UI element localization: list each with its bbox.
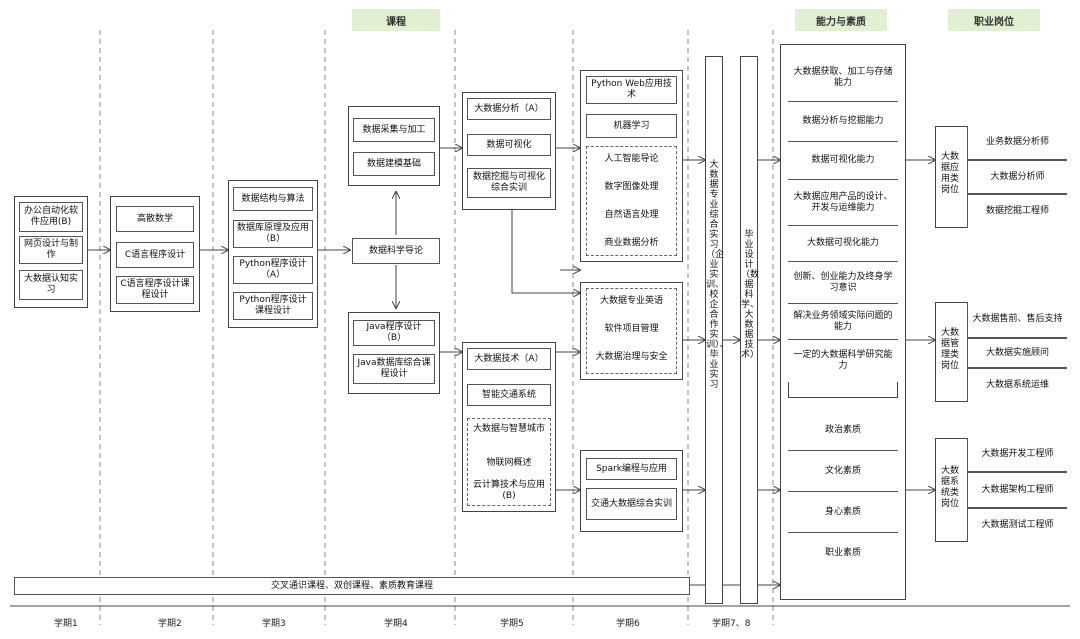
- header-ability: 能力与素质: [795, 9, 887, 31]
- internship-column: [705, 56, 723, 604]
- sem2-course: C语言程序设计课程设计: [116, 276, 194, 304]
- career-job: 大数据实施顾问: [967, 338, 1067, 368]
- sem6-elective-group: [586, 146, 677, 256]
- sem3-course: Python程序设计课程设计: [233, 292, 313, 320]
- ability-item: 解决业务领域实际问题的能力: [788, 304, 898, 340]
- quality-item: 身心素质: [788, 492, 898, 533]
- semester-label: 学期4: [384, 619, 408, 629]
- sem5-course: 大数据分析（A）: [467, 98, 551, 120]
- sem4-course: 数据采集与加工: [353, 118, 435, 142]
- sem6-elective: 人工智能导论: [604, 154, 659, 164]
- sem2-course: 高散数学: [116, 206, 194, 232]
- sem6-elective: 软件项目管理: [604, 324, 659, 334]
- sem5-course: 大数据技术（A）: [467, 348, 551, 370]
- sem1-course: 办公自动化软件应用(B): [19, 202, 83, 232]
- sem6-elective: 数字图像处理: [604, 182, 659, 192]
- sem3-course: Python程序设计（A）: [233, 256, 313, 284]
- sem6-course: Spark编程与应用: [586, 458, 677, 480]
- ability-item: 大数据应用产品的设计、开发与运维能力: [788, 180, 898, 226]
- semester-label: 学期1: [54, 619, 78, 629]
- career-job: 大数据售前、售后支持: [967, 302, 1067, 338]
- header-career: 职业岗位: [948, 9, 1040, 31]
- general-courses-bar: 交叉通识课程、双创课程、素质教育课程: [14, 577, 690, 595]
- thesis-column: [740, 56, 758, 604]
- career-job: 大数据分析师: [967, 160, 1067, 194]
- career-job: 业务数据分析师: [967, 126, 1067, 160]
- ability-item: 数据可视化能力: [788, 142, 898, 180]
- sem6-elective: 大数据治理与安全: [595, 352, 668, 362]
- sem5-elective-group: [467, 418, 551, 506]
- sem6-course: 机器学习: [586, 114, 677, 138]
- internship-label: 大数据专业综合实习（企业实训、校企合作实训）、毕业实习: [706, 160, 729, 390]
- sem5-elective: 大数据与智慧城市: [472, 424, 545, 434]
- sem4-course: 数据科学导论: [352, 238, 440, 264]
- ability-item: 创新、创业能力及终身学习意识: [788, 262, 898, 304]
- career-job: 数据挖掘工程师: [967, 194, 1067, 228]
- career-category: 大数据系统类岗位: [940, 466, 959, 509]
- quality-item: 政治素质: [788, 410, 898, 451]
- sem6-mid-elective-group: [586, 288, 677, 374]
- semester-label: 学期5: [500, 619, 524, 629]
- sem1-course: 大数据认知实习: [19, 270, 83, 300]
- sem5-course: 智能交通系统: [467, 384, 551, 406]
- sem4-course: Java程序设计（B）: [353, 320, 435, 346]
- ability-item: 数据分析与挖掘能力: [788, 102, 898, 142]
- quality-item: 文化素质: [788, 451, 898, 492]
- semester-label: 学期7、8: [712, 619, 751, 629]
- sem6-course: Python Web应用技术: [586, 76, 677, 104]
- semester-label: 学期3: [262, 619, 286, 629]
- sem6-elective: 商业数据分析: [604, 238, 659, 248]
- career-category: 大数据管理类岗位: [940, 328, 959, 371]
- sem3-course: 数据库原理及应用（B）: [233, 220, 313, 248]
- sem4-course: Java数据库综合课程设计: [353, 354, 435, 384]
- sem5-course: 数据挖掘与可视化综合实训: [467, 168, 551, 198]
- sem2-course: C语言程序设计: [116, 242, 194, 268]
- sem5-course: 数据可视化: [467, 134, 551, 156]
- career-job: 大数据开发工程师: [967, 438, 1067, 472]
- sem4-course: 数据建模基础: [353, 152, 435, 176]
- career-job: 大数据系统运维: [967, 368, 1067, 402]
- sem6-elective: 自然语言处理: [604, 210, 659, 220]
- career-job: 大数据架构工程师: [967, 472, 1067, 508]
- quality-item: 职业素质: [788, 533, 898, 574]
- sem6-course: 交通大数据综合实训: [586, 488, 677, 520]
- sem5-elective: 云计算技术与应用(B): [472, 480, 545, 501]
- sem5-elective: 物联网概述: [486, 458, 532, 468]
- sem6-elective: 大数据专业英语: [599, 296, 663, 306]
- ability-item: 大数据可视化能力: [788, 226, 898, 262]
- ability-item: 大数据获取、加工与存储能力: [788, 54, 898, 102]
- sem3-course: 数据结构与算法: [233, 187, 313, 211]
- semester-label: 学期6: [616, 619, 640, 629]
- arrow-sem5-to-sem6-mid: [511, 206, 580, 293]
- header-course: 课程: [352, 9, 440, 31]
- career-job: 大数据测试工程师: [967, 508, 1067, 542]
- sem1-course: 网页设计与制作: [19, 236, 83, 264]
- career-category: 大数据应用类岗位: [940, 152, 959, 195]
- semester-label: 学期2: [158, 619, 182, 629]
- thesis-label: 毕业设计（数据科学、大数据技术）: [741, 230, 760, 360]
- ability-item: 一定的大数据科学研究能力: [788, 340, 898, 382]
